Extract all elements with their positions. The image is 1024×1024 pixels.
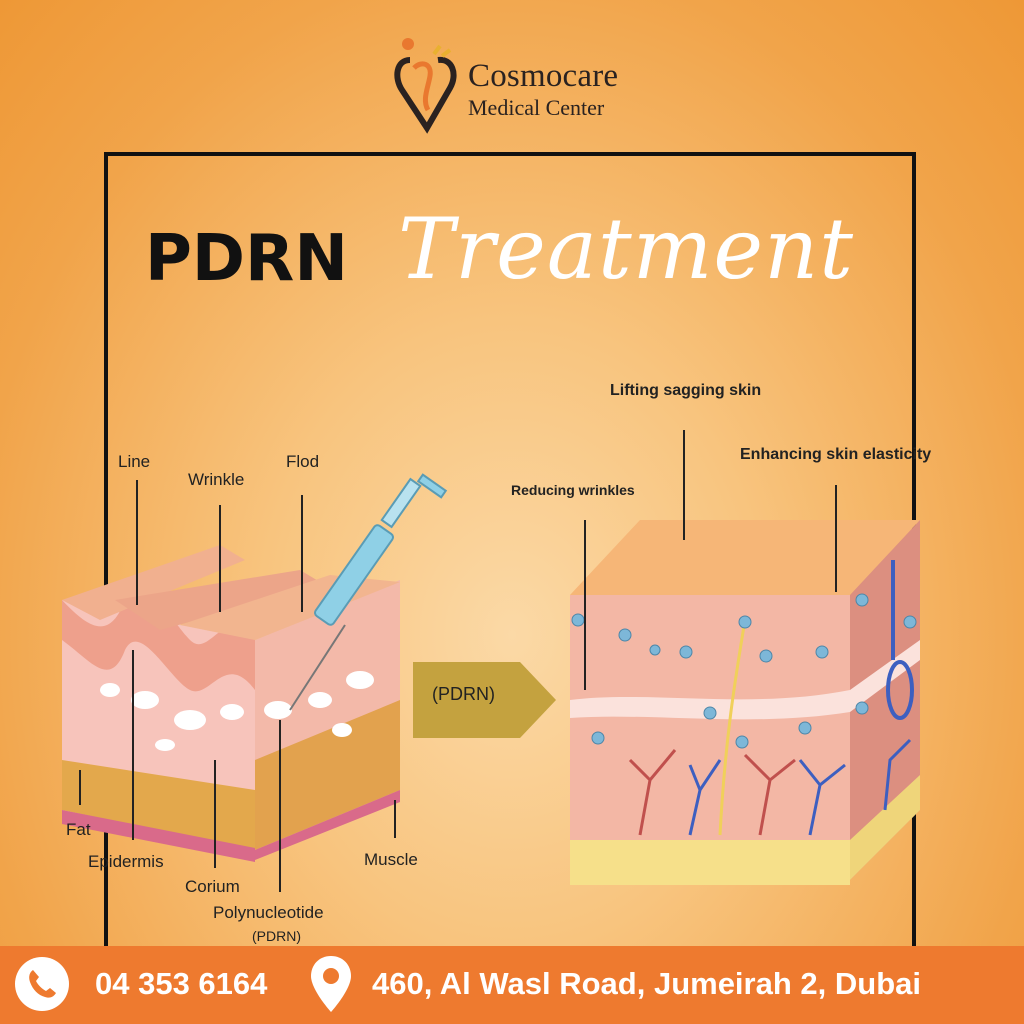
label-fat: Fat: [66, 820, 91, 839]
title-bold: PDRN: [145, 222, 348, 296]
label-wrinkle: Wrinkle: [188, 470, 245, 489]
after-skin-block: [570, 520, 920, 885]
label-polynucleotide: Polynucleotide: [213, 903, 324, 922]
label-corium: Corium: [185, 877, 240, 896]
location-pin-icon[interactable]: [308, 954, 354, 1014]
label-lifting: Lifting sagging skin: [610, 382, 762, 399]
label-elasticity: Enhancing skin elasticity: [740, 446, 932, 463]
label-muscle: Muscle: [364, 850, 418, 869]
syringe-icon: [289, 473, 448, 711]
brand-name: Cosmocare: [468, 58, 619, 94]
address[interactable]: 460, Al Wasl Road, Jumeirah 2, Dubai: [372, 966, 921, 1001]
label-epidermis: Epidermis: [88, 852, 164, 871]
brand-subtitle: Medical Center: [468, 95, 605, 120]
arrow-label: (PDRN): [432, 684, 495, 704]
label-line: Line: [118, 452, 151, 471]
footer-bar: [0, 946, 1024, 1024]
phone-icon[interactable]: [14, 956, 70, 1012]
logo-icon: [394, 38, 457, 134]
label-reducing-wrinkles: Reducing wrinkles: [511, 482, 635, 498]
title-script: Treatment: [398, 200, 854, 298]
label-pdrn-small: (PDRN): [252, 928, 301, 944]
before-skin-block: [62, 545, 400, 862]
arrow-right-icon: [413, 662, 556, 738]
label-flod: Flod: [286, 452, 320, 471]
phone-number[interactable]: 04 353 6164: [95, 966, 268, 1001]
